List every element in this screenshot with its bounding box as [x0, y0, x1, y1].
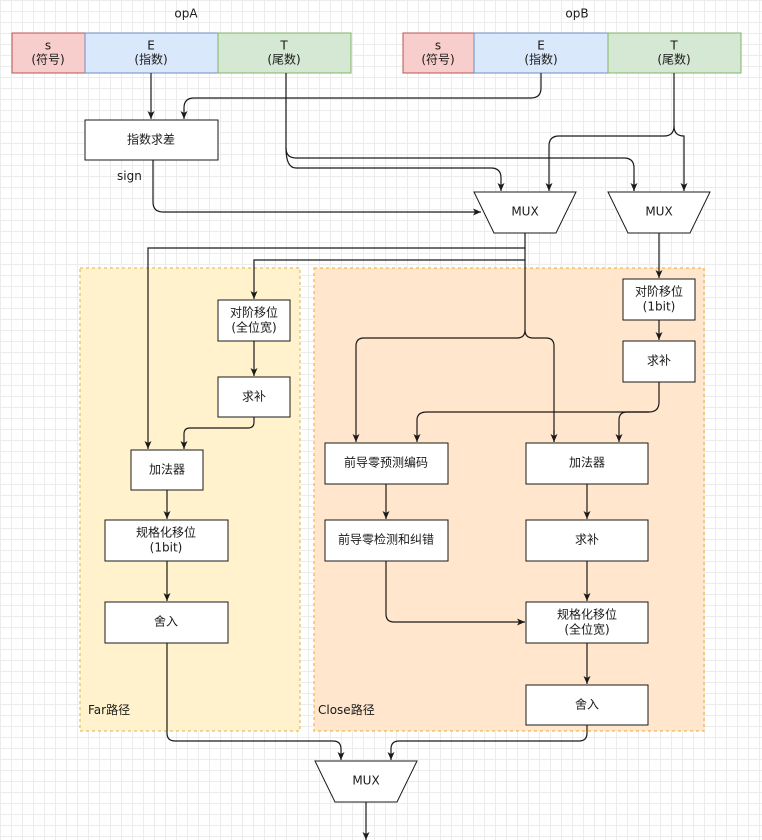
opA-sign-name: s: [45, 39, 51, 53]
mux-final: [314, 760, 418, 803]
far-adder-label: 加法器: [149, 463, 185, 477]
opB-mantissa-name: T: [669, 39, 678, 53]
opB-sign-sub: (符号): [421, 52, 454, 67]
close-align-shift-line2: (1bit): [643, 300, 676, 314]
close-normalize-line1: 规格化移位: [557, 607, 617, 622]
far-path-label: Far路径: [88, 702, 130, 717]
close-round-block: [525, 684, 649, 726]
sign-label: sign: [117, 169, 142, 183]
wire-mux-left-out-close: [524, 260, 555, 442]
wire-far-round-to-mux: [166, 643, 345, 760]
exp-diff-block: [84, 119, 219, 161]
wire-mux-left-out-lza: [352, 329, 526, 442]
far-align-shift-block: [217, 299, 291, 342]
far-round-label: 舍入: [154, 614, 178, 629]
close-lza-label: 前导零预测编码: [344, 455, 428, 470]
wire-opA-mantissa-to-left-mux: [285, 147, 505, 191]
close-lzd-block: [324, 519, 449, 562]
close-normalize-block: [525, 601, 649, 644]
far-normalize-line1: 规格化移位: [136, 525, 196, 540]
wire-close-lzd-to-normalize: [385, 561, 525, 626]
opA-exponent-sub: (指数): [134, 52, 167, 67]
far-align-shift-line1: 对阶移位: [230, 305, 278, 320]
wire-opB-mantissa-to-right-mux: [673, 125, 688, 191]
close-align-shift-block: [622, 278, 696, 321]
opB-exponent-name: E: [537, 39, 545, 53]
opA-title: opA: [174, 7, 198, 21]
close-adder-label: 加法器: [569, 456, 605, 470]
exp-diff-label: 指数求差: [127, 132, 175, 147]
opA-sign-sub: (符号): [31, 52, 64, 67]
opB-exponent-sub: (指数): [524, 52, 557, 67]
opA-exponent-field: [84, 32, 219, 74]
opB-exponent-field: [473, 32, 609, 74]
close-normalize-line2: (全位宽): [564, 622, 609, 637]
opA-exponent-name: E: [147, 39, 155, 53]
close-complement1-block: [622, 340, 696, 383]
wire-opB-exp-to-diff: [180, 73, 542, 119]
mux-top-left: [473, 191, 577, 234]
opA-mantissa-field: [217, 32, 352, 74]
opA-mantissa-name: T: [279, 39, 288, 53]
close-path-label: Close路径: [318, 702, 375, 717]
opB-mantissa-sub: (尾数): [657, 52, 690, 67]
mux-final-label: MUX: [352, 774, 379, 788]
wire-close-complement-to-lza: [413, 411, 649, 442]
close-complement2-block: [525, 519, 649, 562]
close-align-shift-line1: 对阶移位: [635, 284, 683, 299]
close-complement1-label: 求补: [647, 354, 671, 368]
wire-mux-left-out-far-shift: [250, 248, 526, 299]
far-path-region: [79, 267, 301, 732]
opB-sign-field: [402, 32, 475, 74]
far-normalize-line2: (1bit): [150, 541, 183, 555]
opB-sign-name: s: [435, 39, 441, 53]
close-adder-block: [525, 442, 649, 485]
wire-opA-mantissa-to-muxes: [285, 73, 635, 191]
close-round-label: 舍入: [575, 697, 599, 712]
wire-far-complement-to-adder: [180, 417, 255, 449]
wire-opB-mantissa-to-left-mux: [545, 73, 675, 191]
mux-top-right-label: MUX: [645, 205, 672, 219]
far-align-shift-line2: (全位宽): [231, 320, 276, 335]
wire-sign-to-mux: [152, 160, 481, 216]
wire-mux-left-out-far-adder: [144, 233, 526, 449]
mux-top-left-label: MUX: [511, 205, 538, 219]
close-lzd-label: 前导零检测和纠错: [338, 532, 434, 547]
far-complement-block: [217, 376, 291, 418]
far-complement-label: 求补: [242, 390, 266, 404]
mux-top-right: [607, 191, 711, 234]
opA-mantissa-sub: (尾数): [267, 52, 300, 67]
wire-close-round-to-mux: [387, 725, 588, 760]
close-complement2-label: 求补: [575, 533, 599, 547]
far-normalize-block: [104, 519, 229, 562]
opB-title: opB: [565, 7, 588, 21]
close-lza-block: [324, 442, 449, 485]
